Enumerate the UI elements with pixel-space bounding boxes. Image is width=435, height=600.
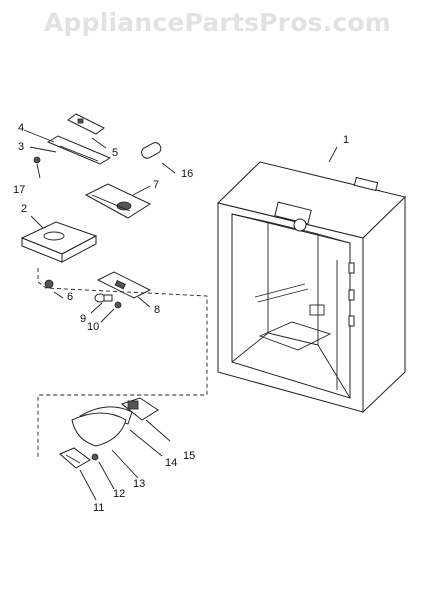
callout-5: 5 [112, 147, 118, 159]
callout-10: 10 [87, 321, 99, 333]
part-9-bulb [94, 293, 113, 303]
callout-13: 13 [133, 478, 145, 490]
callout-11: 11 [93, 502, 104, 514]
callout-14: 14 [165, 457, 177, 469]
callout-8: 8 [154, 304, 160, 316]
callout-4: 4 [18, 122, 24, 134]
part-15-housing [120, 397, 159, 421]
watermark-logo: AppliancePartsPros.com [43, 8, 392, 37]
callout-16: 16 [181, 168, 193, 180]
part-13-cover [71, 412, 127, 447]
callout-17: 17 [13, 184, 25, 196]
part-8-switch-plate [96, 271, 152, 299]
part-11-lens [59, 447, 91, 469]
callout-1: 1 [343, 134, 349, 146]
callout-9: 9 [80, 313, 86, 325]
callout-6: 6 [67, 291, 73, 303]
part-4-rail [46, 135, 112, 165]
part-7-cover [84, 183, 152, 219]
part-10-socket [114, 301, 122, 309]
callout-12: 12 [113, 488, 125, 500]
callout-2: 2 [21, 203, 27, 215]
callout-3: 3 [18, 141, 24, 153]
part-12-screw [91, 453, 99, 461]
callout-labels: 1 2 3 4 5 6 7 8 9 10 11 12 13 14 15 16 1… [13, 122, 349, 514]
assembly-outline [37, 268, 208, 460]
part-6-nut [44, 279, 54, 289]
part-1-freezer-cabinet [217, 161, 406, 414]
part-16-cylinder [141, 142, 162, 159]
part-5-bracket [67, 113, 105, 135]
callout-15: 15 [183, 450, 195, 462]
leader-lines [23, 129, 338, 501]
part-2-housing [20, 221, 98, 263]
part-17-screw [33, 156, 41, 164]
callout-7: 7 [153, 179, 159, 191]
